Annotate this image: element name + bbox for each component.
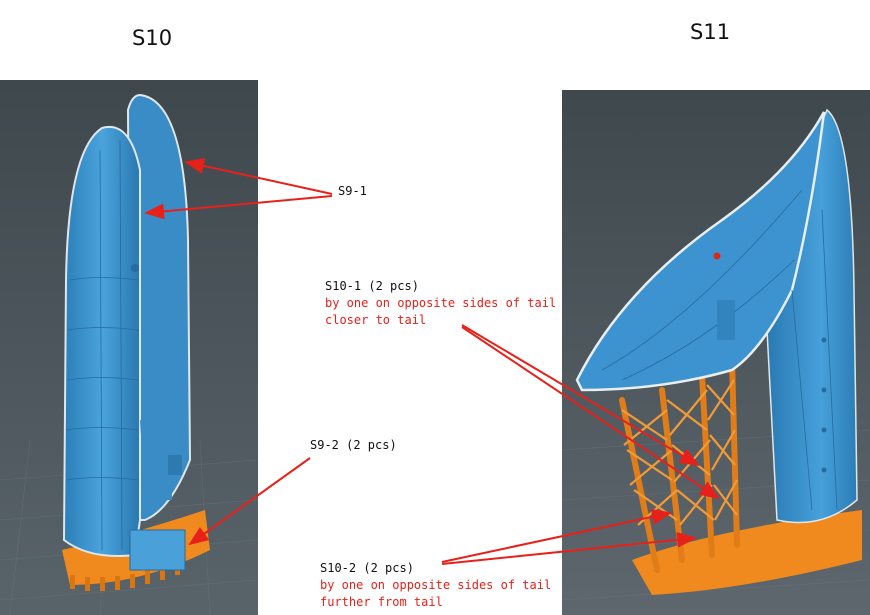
label-s10-2: S10-2 (2 pcs) by one on opposite sides o… [320, 560, 551, 611]
arrow-s10-2-a [441, 508, 672, 563]
arrow-s10-2-b [441, 531, 697, 565]
label-s9-1: S9-1 [338, 184, 367, 198]
title-s11: S11 [690, 20, 731, 44]
label-s10-2-line1: by one on opposite sides of tail [320, 578, 552, 592]
label-s10-2-line2: further from tail [320, 595, 443, 609]
arrow-s9-1-b [144, 195, 333, 220]
label-s10-2-title: S10-2 (2 pcs) [320, 561, 414, 575]
label-s10-1-line2: closer to tail [325, 313, 427, 327]
arrow-s9-2 [188, 457, 311, 546]
label-s10-1-title: S10-1 (2 pcs) [325, 279, 419, 293]
label-s10-1-line1: by one on opposite sides of tail [325, 296, 557, 310]
s11-model-illustration [562, 90, 870, 615]
arrow-s10-1-a [461, 324, 700, 467]
label-s10-1: S10-1 (2 pcs) by one on opposite sides o… [325, 278, 556, 329]
arrow-s9-1-a [184, 158, 333, 195]
arrow-s10-1-b [461, 326, 720, 500]
render-s11 [562, 90, 870, 615]
label-s9-2: S9-2 (2 pcs) [310, 438, 397, 452]
title-s10: S10 [132, 26, 173, 50]
